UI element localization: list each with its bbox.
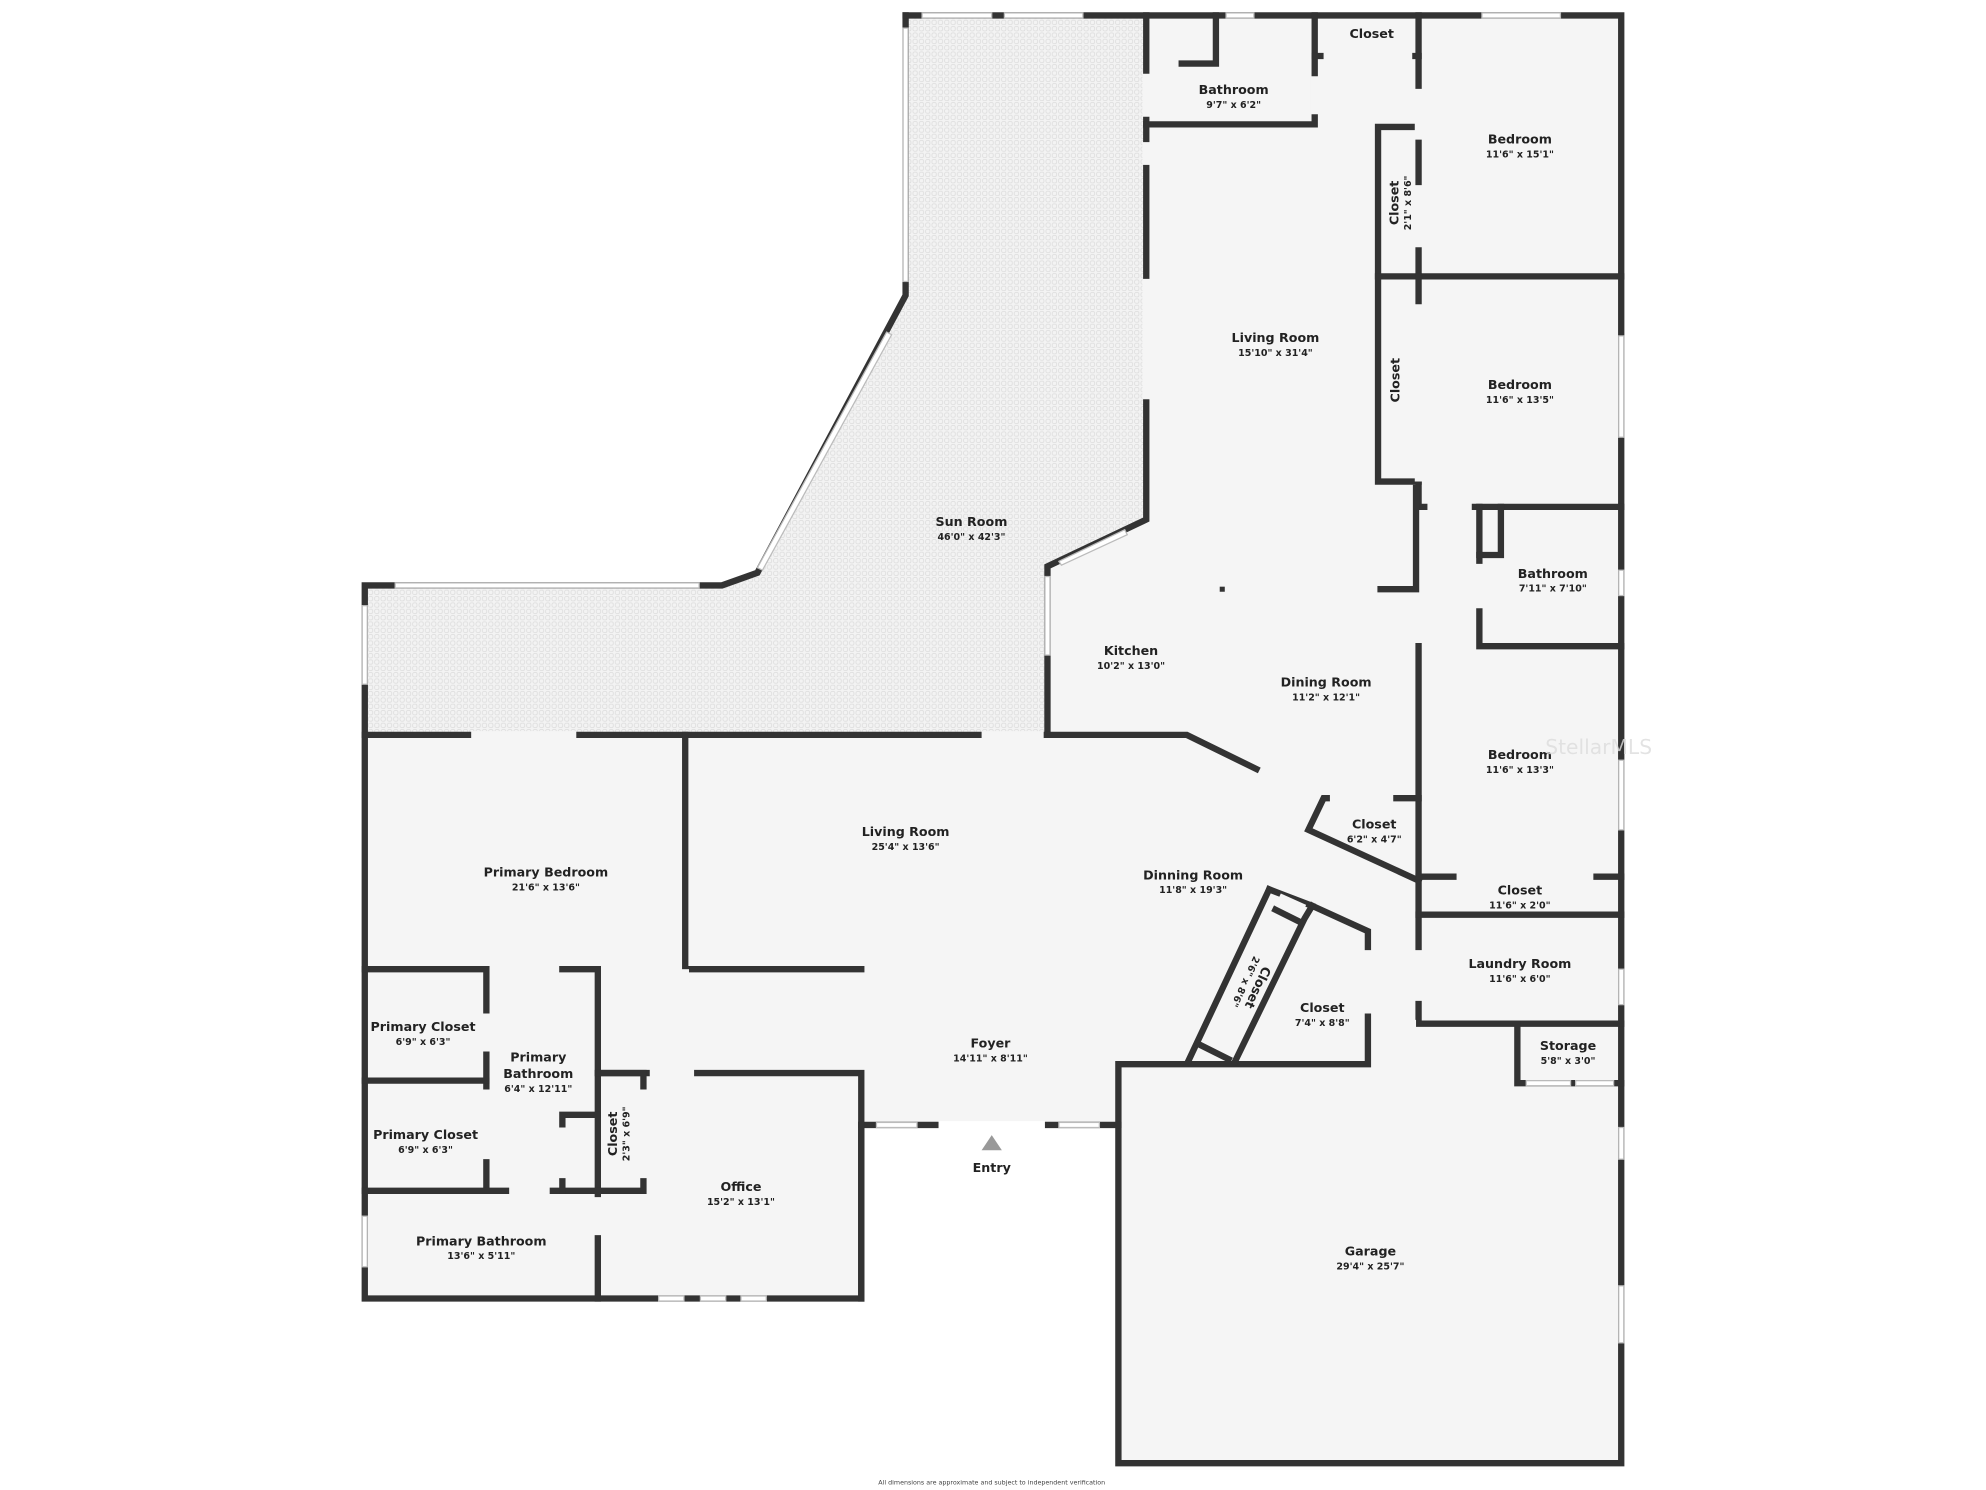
room-name: Closet xyxy=(1498,882,1543,897)
room-name: Bedroom xyxy=(1488,377,1552,392)
room-name: Sun Room xyxy=(936,514,1008,529)
room-dims: 11'2" x 12'1" xyxy=(1292,693,1360,704)
main-floor xyxy=(364,15,1622,1464)
room-dims: 5'8" x 3'0" xyxy=(1541,1056,1596,1067)
room-name: Living Room xyxy=(1232,330,1320,345)
room-name: Office xyxy=(720,1179,761,1194)
room-dims: 6'2" x 4'7" xyxy=(1347,835,1402,846)
room-dims: 11'6" x 15'1" xyxy=(1486,149,1554,160)
room-name: Closet xyxy=(1386,181,1401,226)
room-name: Kitchen xyxy=(1104,643,1158,658)
room-dims: 15'2" x 13'1" xyxy=(707,1197,775,1208)
room-name: Closet xyxy=(1300,1000,1345,1015)
room-dims: 29'4" x 25'7" xyxy=(1336,1261,1404,1272)
room-name: Bathroom xyxy=(503,1066,573,1081)
room-dims: 21'6" x 13'6" xyxy=(512,883,580,894)
room-name: Bedroom xyxy=(1488,131,1552,146)
room-dims: 6'9" x 6'3" xyxy=(396,1037,451,1048)
room-dims: 11'6" x 6'0" xyxy=(1489,974,1550,985)
room-name: Primary Bathroom xyxy=(416,1233,547,1248)
room-dims: 15'10" x 31'4" xyxy=(1238,348,1313,359)
entry-arrow-icon xyxy=(981,1135,1002,1151)
room-name: Closet xyxy=(605,1112,620,1157)
watermark: StellarMLS xyxy=(1545,735,1652,759)
doors xyxy=(471,52,1594,1236)
room-name: Bathroom xyxy=(1518,566,1588,581)
room-name: Primary xyxy=(510,1050,567,1065)
room-name: Living Room xyxy=(862,824,950,839)
floor-fill xyxy=(364,15,1622,1464)
room-dims: 46'0" x 42'3" xyxy=(937,532,1005,543)
windows xyxy=(361,12,1625,1344)
room-name: Closet xyxy=(1352,817,1396,832)
room-name: Primary Bedroom xyxy=(484,865,609,880)
footer-note: All dimensions are approximate and subje… xyxy=(878,1480,1105,1487)
room-name: Closet xyxy=(1388,358,1403,402)
room-name: Dinning Room xyxy=(1143,867,1243,882)
entry-label: Entry xyxy=(973,1160,1012,1175)
room-name: Storage xyxy=(1540,1038,1596,1053)
sun-room-floor xyxy=(364,15,1147,735)
room-dims: 11'8" x 19'3" xyxy=(1159,885,1227,896)
room-name: Bathroom xyxy=(1199,82,1269,97)
room-dims: 25'4" x 13'6" xyxy=(872,842,940,853)
room-dims: 13'6" x 5'11" xyxy=(447,1251,515,1262)
column xyxy=(1219,586,1225,592)
room-dims: 6'9" x 6'3" xyxy=(398,1145,453,1156)
room-dims: 6'4" x 12'11" xyxy=(504,1084,572,1095)
room-name: Primary Closet xyxy=(371,1019,476,1034)
room-dims: 11'6" x 13'5" xyxy=(1486,395,1554,406)
room-name: Bedroom xyxy=(1488,747,1552,762)
room-dims: 10'2" x 13'0" xyxy=(1097,661,1165,672)
room-dims: 11'6" x 13'3" xyxy=(1486,765,1554,776)
room-dims: 11'6" x 2'0" xyxy=(1489,900,1550,911)
room-name: Laundry Room xyxy=(1468,956,1571,971)
room-dims: 7'4" x 8'8" xyxy=(1295,1018,1350,1029)
room-dims: 2'1" x 8'6" xyxy=(1403,175,1414,230)
room-dims: 14'11" x 8'11" xyxy=(953,1054,1028,1065)
room-name: Garage xyxy=(1345,1243,1396,1258)
room-name: Dining Room xyxy=(1281,675,1372,690)
room-name: Foyer xyxy=(971,1036,1012,1051)
room-name: Closet xyxy=(1349,26,1393,41)
room-dims: 7'11" x 7'10" xyxy=(1519,584,1587,595)
room-dims: 2'3" x 6'9" xyxy=(621,1106,632,1161)
room-name: Primary Closet xyxy=(373,1127,478,1142)
room-dims: 9'7" x 6'2" xyxy=(1206,100,1261,111)
